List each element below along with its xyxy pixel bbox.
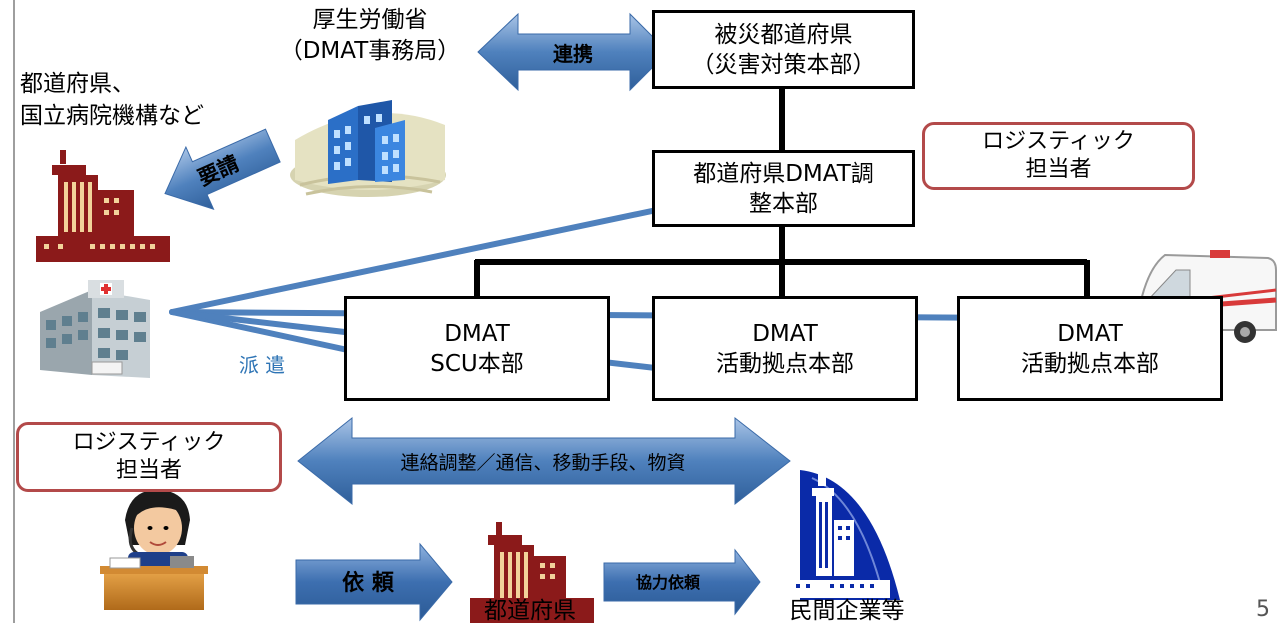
dmat-base2-line1: DMAT — [1057, 320, 1123, 347]
mhlw-line1: 厚生労働省 — [312, 7, 428, 33]
prefecture-building-icon-left — [36, 150, 170, 262]
dmat-base1-line1: DMAT — [752, 320, 818, 347]
request-arrow — [164, 128, 281, 211]
coordination-arrow — [297, 416, 791, 506]
dmat-scu-box: DMAT SCU本部 — [344, 296, 610, 401]
dmat-base1-line2: 活動拠点本部 — [716, 350, 854, 377]
bottom-private-label: 民間企業等 — [789, 598, 905, 624]
mhlw-building-icon — [290, 100, 446, 197]
org-connectors — [474, 88, 1090, 297]
mhlw-line2: （DMAT事務局） — [279, 38, 461, 64]
prefecture-dmat-hq-line2: 整本部 — [749, 190, 818, 217]
coordination-label: 連絡調整／通信、移動手段、物資 — [400, 452, 685, 474]
request-action-arrow — [295, 542, 453, 622]
dmat-base2-line2: 活動拠点本部 — [1021, 350, 1159, 377]
cooperation-request-label: 協力依頼 — [636, 573, 701, 592]
prefecture-hospital-line2: 国立病院機構など — [20, 103, 204, 129]
cooperation-label: 連携 — [553, 42, 593, 66]
private-company-building-icon — [790, 470, 900, 600]
dmat-scu-line2: SCU本部 — [430, 350, 524, 377]
cooperation-request-arrow — [603, 548, 761, 616]
request-action-label: 依 頼 — [342, 570, 395, 596]
logistics-officer-box-top: ロジスティック 担当者 — [922, 122, 1195, 190]
affected-prefecture-box: 被災都道府県 （災害対策本部） — [652, 10, 915, 89]
logistics-left-line1: ロジスティック — [72, 430, 226, 455]
affected-prefecture-line1: 被災都道府県 — [714, 21, 853, 48]
hospital-icon — [40, 280, 150, 378]
logistics-officer-box-left: ロジスティック 担当者 — [16, 422, 282, 492]
logistics-top-line2: 担当者 — [1025, 157, 1092, 182]
bottom-prefecture-label: 都道府県 — [484, 598, 576, 624]
logistics-top-line1: ロジスティック — [982, 129, 1135, 154]
dispatch-label: 派 遣 — [239, 353, 285, 377]
prefecture-dmat-hq-box: 都道府県DMAT調 整本部 — [652, 150, 915, 227]
prefecture-building-icon-bottom — [470, 522, 594, 623]
page-number: 5 — [1256, 597, 1270, 622]
prefecture-dmat-hq-line1: 都道府県DMAT調 — [693, 160, 874, 187]
dmat-scu-line1: DMAT — [444, 320, 510, 347]
prefecture-hospital-label: 都道府県、 国立病院機構など — [20, 68, 204, 132]
affected-prefecture-line2: （災害対策本部） — [691, 51, 876, 78]
dmat-base-box-2: DMAT 活動拠点本部 — [957, 296, 1223, 401]
mhlw-label: 厚生労働省 （DMAT事務局） — [270, 5, 470, 67]
dmat-base-box-1: DMAT 活動拠点本部 — [652, 296, 918, 401]
logistics-left-line2: 担当者 — [115, 458, 182, 483]
prefecture-hospital-line1: 都道府県、 — [20, 71, 135, 97]
operator-person-icon — [100, 489, 208, 610]
